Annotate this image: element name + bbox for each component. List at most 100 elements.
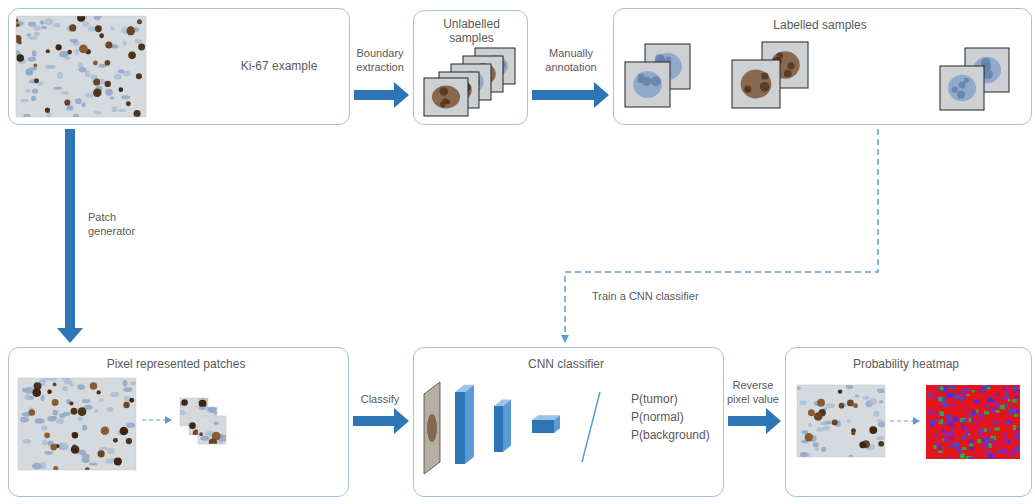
tumor-nucleus bbox=[126, 438, 132, 444]
image-frame bbox=[797, 385, 885, 457]
normal-nucleus bbox=[26, 89, 31, 93]
label-holder: Patch generator bbox=[88, 210, 158, 238]
tumor-nucleus bbox=[97, 390, 101, 394]
heatmap-cell bbox=[933, 421, 936, 426]
normal-nucleus bbox=[61, 91, 69, 94]
output-divider bbox=[582, 392, 600, 462]
normal-nucleus bbox=[821, 447, 826, 452]
heatmap-cell bbox=[943, 422, 948, 425]
normal-nucleus bbox=[41, 426, 48, 431]
normal-nucleus bbox=[70, 39, 78, 43]
tumor-nucleus bbox=[90, 382, 98, 390]
normal-nucleus bbox=[94, 16, 101, 20]
tumor-nucleus bbox=[33, 63, 37, 67]
tumor-nucleus bbox=[52, 399, 59, 406]
cell-blob bbox=[741, 70, 772, 99]
tumor-nucleus bbox=[69, 24, 76, 31]
heatmap-cell bbox=[984, 451, 987, 453]
normal-nucleus bbox=[40, 20, 44, 25]
tumor-nucleus bbox=[136, 73, 142, 79]
normal-nucleus bbox=[22, 439, 31, 444]
normal-nucleus bbox=[846, 419, 851, 423]
normal-nucleus bbox=[877, 388, 885, 393]
edge-label: Classify bbox=[347, 392, 413, 406]
heatmap-cell bbox=[927, 411, 931, 414]
normal-nucleus bbox=[82, 425, 87, 431]
tumor-nucleus bbox=[832, 420, 838, 426]
normal-nucleus bbox=[29, 79, 39, 83]
normal-nucleus bbox=[44, 451, 53, 455]
normal-nucleus bbox=[870, 398, 877, 405]
image-frame bbox=[198, 416, 226, 444]
heatmap-cell bbox=[948, 432, 954, 436]
tumor-nucleus bbox=[34, 78, 39, 83]
heatmap-cell bbox=[985, 404, 989, 408]
heatmap-cell bbox=[976, 409, 978, 413]
box-title: Pixel represented patches bbox=[9, 357, 343, 371]
heatmap-cell bbox=[1016, 410, 1020, 414]
normal-nucleus bbox=[23, 114, 31, 117]
heatmap-cell bbox=[942, 397, 945, 402]
normal-nucleus bbox=[88, 26, 96, 31]
tumor-nucleus bbox=[29, 409, 36, 416]
layer-front bbox=[532, 420, 554, 433]
tissue-ground bbox=[16, 16, 146, 117]
edge-label: Train a CNN classifier bbox=[592, 289, 752, 303]
edge-label: Manually annotation bbox=[530, 46, 612, 74]
class-probability: P(normal) bbox=[631, 410, 717, 424]
heatmap-cell bbox=[1014, 435, 1018, 439]
normal-nucleus bbox=[34, 32, 40, 37]
tumor-nucleus bbox=[105, 81, 111, 87]
image-frame bbox=[16, 16, 146, 117]
heatmap-cell bbox=[960, 454, 965, 459]
normal-nucleus bbox=[799, 401, 806, 405]
heatmap-cell bbox=[948, 423, 953, 427]
normal-nucleus bbox=[99, 399, 104, 402]
tumor-nucleus bbox=[138, 43, 145, 50]
tumor-nucleus bbox=[16, 54, 24, 62]
heatmap-cell bbox=[939, 459, 943, 460]
tumor-nucleus bbox=[93, 78, 100, 85]
normal-nucleus bbox=[77, 416, 83, 421]
normal-nucleus bbox=[105, 459, 114, 464]
tumor-nucleus bbox=[123, 402, 129, 408]
tumor-nucleus bbox=[64, 100, 70, 106]
text-holder: P(tumor) bbox=[631, 392, 717, 406]
heatmap-cell bbox=[942, 403, 948, 406]
patch-box: Pixel represented patches bbox=[8, 347, 349, 497]
sample-card bbox=[625, 62, 670, 107]
normal-nucleus bbox=[85, 70, 90, 77]
heatmap-cell bbox=[974, 422, 980, 424]
tumor-nucleus bbox=[71, 408, 78, 415]
normal-nucleus bbox=[28, 36, 37, 40]
normal-nucleus bbox=[797, 386, 801, 390]
sample-card bbox=[732, 60, 780, 108]
normal-nucleus bbox=[44, 18, 52, 25]
heatmap-cell bbox=[984, 411, 989, 414]
heatmap-cell bbox=[954, 395, 960, 399]
classifier-box: CNN classifierP(tumor)P(normal)P(backgro… bbox=[413, 347, 724, 497]
normal-nucleus bbox=[99, 447, 108, 450]
normal-nucleus bbox=[877, 419, 883, 422]
heatmap-cell bbox=[1006, 392, 1009, 395]
heatmap-cell bbox=[963, 394, 967, 399]
normal-nucleus bbox=[130, 381, 136, 385]
normal-nucleus bbox=[35, 418, 45, 424]
cell-nucleus bbox=[651, 76, 661, 86]
heatmap-cell bbox=[993, 420, 999, 424]
edge-label: Reverse pixel value bbox=[722, 378, 784, 406]
normal-nucleus bbox=[82, 21, 89, 26]
heatmap-cell bbox=[979, 413, 984, 417]
normal-nucleus bbox=[876, 436, 885, 440]
sample-card bbox=[424, 78, 468, 116]
heatmap-cell bbox=[977, 439, 981, 443]
heatmap-cell bbox=[950, 404, 956, 407]
tumor-nucleus bbox=[814, 412, 823, 421]
normal-nucleus bbox=[107, 448, 115, 455]
normal-nucleus bbox=[199, 407, 206, 410]
heatmap-cell bbox=[995, 410, 1000, 413]
cell-nucleus bbox=[760, 82, 770, 92]
heatmap-cell bbox=[1014, 414, 1018, 417]
heatmap-cell bbox=[944, 386, 948, 390]
